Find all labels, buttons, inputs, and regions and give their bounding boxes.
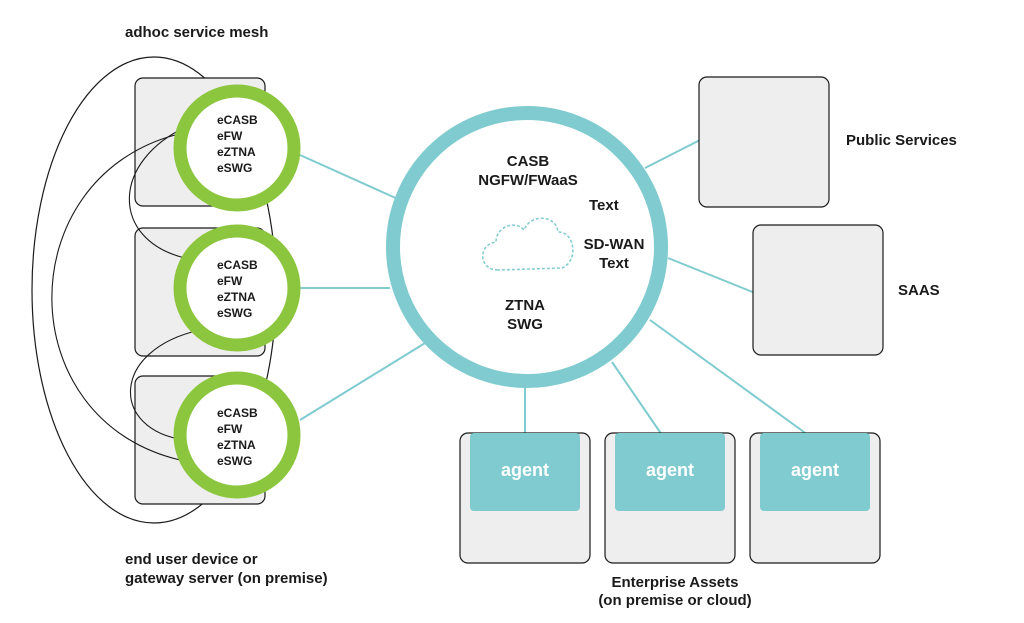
mesh-link-2-3 bbox=[130, 329, 201, 441]
edge-node-1-labels: eCASB eFW eZTNA eSWG bbox=[217, 112, 258, 176]
hub-label-ztna: ZTNA bbox=[505, 297, 545, 314]
edge-node-ring-1 bbox=[173, 84, 301, 212]
hub-label-swg: SWG bbox=[507, 316, 543, 333]
cloud-icon bbox=[482, 217, 574, 271]
edge-node-3-labels: eCASB eFW eZTNA eSWG bbox=[217, 405, 258, 469]
connector-saas bbox=[667, 257, 756, 294]
agent-tile-3 bbox=[760, 433, 870, 511]
edge-node-3-item-2: eFW bbox=[217, 422, 243, 436]
public-services-box bbox=[698, 76, 830, 208]
connector-agent-2 bbox=[611, 361, 663, 436]
connector-node-3 bbox=[299, 339, 431, 421]
devices-caption-line-2: gateway server (on premise) bbox=[125, 570, 328, 587]
edge-node-2-item-3: eZTNA bbox=[217, 290, 256, 304]
edge-node-2-labels: eCASB eFW eZTNA eSWG bbox=[217, 257, 258, 321]
mesh-link-1-2 bbox=[128, 124, 191, 259]
hub-label-text-b: Text bbox=[599, 255, 629, 272]
edge-node-ring-3 bbox=[173, 371, 301, 499]
enterprise-caption-line-1: Enterprise Assets bbox=[611, 574, 739, 591]
edge-node-1-item-3: eZTNA bbox=[217, 145, 256, 159]
agent-label-2: agent bbox=[645, 460, 694, 480]
edge-node-3-item-4: eSWG bbox=[217, 454, 253, 468]
connectors bbox=[299, 139, 809, 436]
edge-node-1-item-1: eCASB bbox=[217, 113, 258, 127]
connector-node-1 bbox=[299, 154, 401, 201]
enterprise-caption: Enterprise Assets (on premise or cloud) bbox=[575, 574, 775, 610]
edge-node-2-item-1: eCASB bbox=[217, 258, 258, 272]
hub-label-ngfw: NGFW/FWaaS bbox=[478, 172, 578, 189]
hub-label-casb: CASB bbox=[506, 153, 550, 170]
edge-node-2-item-4: eSWG bbox=[217, 306, 253, 320]
agent-label-3: agent bbox=[790, 460, 839, 480]
mesh-links bbox=[51, 124, 201, 461]
agent-tile-2 bbox=[615, 433, 725, 511]
enterprise-caption-line-2: (on premise or cloud) bbox=[598, 592, 752, 609]
public-services-label: Public Services bbox=[846, 132, 957, 149]
edge-node-ring-2 bbox=[173, 224, 301, 352]
agent-label-1: agent bbox=[500, 460, 549, 480]
connector-public-services bbox=[644, 139, 701, 169]
hub-sdwan-labels: SD-WAN Text bbox=[575, 235, 653, 273]
hub-bottom-labels: ZTNA SWG bbox=[480, 296, 570, 334]
agent-tile-1 bbox=[470, 433, 580, 511]
edge-node-1-item-2: eFW bbox=[217, 129, 243, 143]
devices-caption: end user device or gateway server (on pr… bbox=[125, 550, 328, 588]
mesh-link-1-3 bbox=[51, 134, 181, 461]
hub-top-labels: CASB NGFW/FWaaS bbox=[468, 152, 588, 190]
edge-node-3-item-1: eCASB bbox=[217, 406, 258, 420]
edge-node-2-item-2: eFW bbox=[217, 274, 243, 288]
devices-caption-line-1: end user device or bbox=[125, 551, 258, 568]
saas-label: SAAS bbox=[898, 282, 940, 299]
connector-agent-3 bbox=[649, 319, 809, 436]
hub-label-text-a: Text bbox=[589, 197, 619, 214]
edge-node-3-item-3: eZTNA bbox=[217, 438, 256, 452]
hub-label-sdwan: SD-WAN bbox=[583, 236, 645, 253]
edge-node-1-item-4: eSWG bbox=[217, 161, 253, 175]
mesh-title: adhoc service mesh bbox=[125, 24, 269, 41]
saas-box bbox=[752, 224, 884, 356]
